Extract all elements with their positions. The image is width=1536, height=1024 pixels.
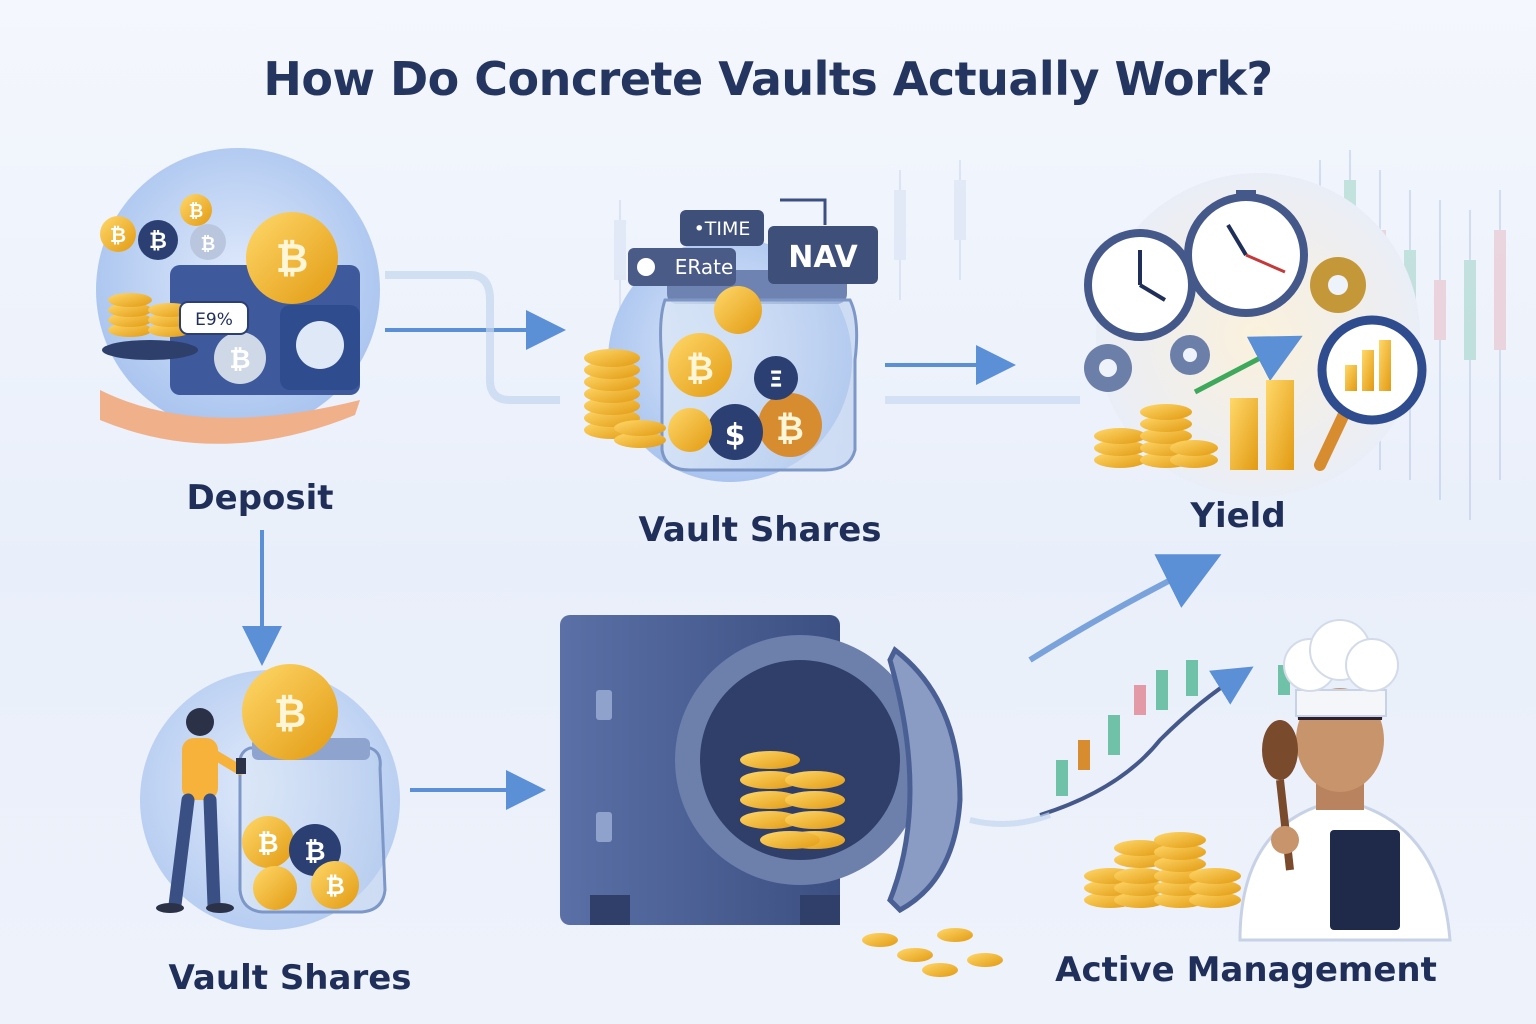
token-icon (754, 356, 798, 400)
scattered-coins (862, 928, 1003, 977)
svg-text:₿: ₿ (325, 872, 345, 900)
coin-stack (1094, 404, 1218, 468)
check-icon (637, 258, 655, 276)
svg-text:₿: ₿ (776, 409, 804, 449)
coin-stack (584, 349, 666, 448)
vault-shares-bottom-illustration: ₿ ₿ ₿ ₿ (140, 664, 400, 930)
clock-icon (1184, 190, 1308, 317)
vault-shares-top-illustration: ₿ ₿ $ Ξ •TIME ERate NAV (584, 198, 878, 482)
spoon-icon (1262, 720, 1298, 780)
vault-hinge-icon (596, 690, 612, 720)
bitcoin-icon (180, 194, 212, 226)
svg-text:ERate: ERate (675, 255, 734, 279)
bitcoin-icon (242, 664, 338, 760)
erate-tag (628, 248, 736, 286)
step-label-yield: Yield (1190, 496, 1286, 536)
svg-text:₿: ₿ (201, 234, 216, 255)
svg-text:$: $ (725, 418, 746, 453)
bitcoin-icon (311, 861, 359, 909)
svg-text:₿: ₿ (189, 201, 204, 222)
hand-icon (100, 390, 360, 444)
magnifier-icon (1314, 315, 1427, 471)
dollar-icon (707, 404, 763, 460)
step-label-vault-shares-top: Vault Shares (638, 510, 882, 550)
svg-text:₿: ₿ (110, 223, 126, 247)
bitcoin-icon (214, 332, 266, 384)
arrow-vault-to-yield (1028, 554, 1222, 663)
person-icon (156, 708, 246, 913)
flow-arrows (242, 271, 1222, 827)
page-title: How Do Concrete Vaults Actually Work? (263, 52, 1273, 106)
candle-chart (1056, 660, 1290, 796)
active-management-illustration (1039, 619, 1452, 942)
vault-illustration (560, 615, 1003, 977)
coin-stack (1084, 832, 1241, 908)
deposit-badge: E9% (195, 310, 233, 330)
bitcoin-icon (242, 816, 294, 868)
clock-icon (1084, 229, 1196, 341)
step-label-active-management: Active Management (1055, 950, 1437, 990)
time-tag (680, 210, 764, 246)
coin-pile (740, 751, 845, 849)
chef-icon (1238, 619, 1452, 942)
clipboard-icon (1330, 830, 1400, 930)
svg-text:₿: ₿ (304, 837, 325, 867)
vault-door (887, 646, 963, 914)
svg-text:₿: ₿ (257, 829, 278, 859)
bitcoin-icon (246, 212, 338, 304)
bitcoin-icon (668, 333, 732, 397)
step-label-deposit: Deposit (186, 478, 334, 518)
svg-text:₿: ₿ (274, 691, 307, 737)
bitcoin-icon (100, 216, 136, 252)
svg-text:₿: ₿ (149, 229, 167, 254)
bitcoin-icon (138, 220, 178, 260)
svg-text:Ξ: Ξ (769, 368, 783, 393)
svg-text:NAV: NAV (788, 240, 858, 275)
deposit-illustration: ₿ ₿ ₿ ₿ ₿ ₿ E9% (96, 148, 380, 444)
svg-text:₿: ₿ (229, 345, 250, 375)
nav-tag (768, 226, 878, 284)
vault-hinge-icon (596, 812, 612, 842)
bitcoin-icon (190, 224, 226, 260)
bitcoin-icon (758, 393, 822, 457)
svg-text:₿: ₿ (276, 236, 309, 282)
svg-text:₿: ₿ (686, 349, 714, 389)
yield-illustration (1084, 173, 1427, 497)
step-label-vault-shares-bottom: Vault Shares (168, 958, 412, 998)
svg-text:•TIME: •TIME (694, 218, 751, 240)
